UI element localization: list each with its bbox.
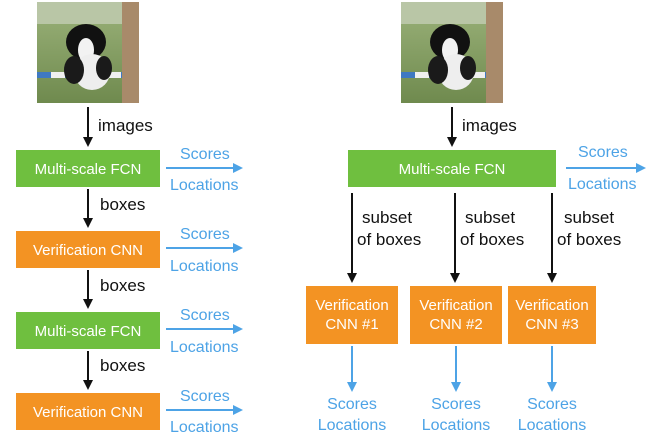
left-locations-label-3: Locations xyxy=(170,339,239,356)
right-fcn-box xyxy=(348,150,556,187)
branch-2-subset-label-line2: of boxes xyxy=(460,230,524,249)
dog-photo-left xyxy=(37,2,139,103)
left-fcn-box-2 xyxy=(16,312,160,349)
branch-1-verification-label-line2: CNN #1 xyxy=(325,316,378,333)
branch-1-subset-label-line2: of boxes xyxy=(357,230,421,249)
branch-1-locations-label: Locations xyxy=(318,417,387,434)
branch-3-verification-label-line2: CNN #3 xyxy=(525,316,578,333)
left-scores-label-3: Scores xyxy=(180,307,230,324)
branch-3-subset-label-line1: subset xyxy=(564,208,614,227)
branch-3-verification-box xyxy=(508,286,596,344)
left-scores-label-1: Scores xyxy=(180,146,230,163)
left-verification-label-2: Verification CNN xyxy=(33,404,143,421)
left-locations-label-2: Locations xyxy=(170,258,239,275)
left-verification-box-2 xyxy=(16,393,160,430)
branch-2-verification-label-line1: Verification xyxy=(419,297,492,314)
branch-3-locations-label: Locations xyxy=(518,417,587,434)
left-scores-label-2: Scores xyxy=(180,226,230,243)
branch-1-scores-label: Scores xyxy=(327,396,377,413)
left-images-label: images xyxy=(98,116,153,135)
left-locations-label-1: Locations xyxy=(170,177,239,194)
branch-2-verification-box xyxy=(410,286,502,344)
left-fcn-label-1: Multi-scale FCN xyxy=(35,161,142,178)
left-fcn-label-2: Multi-scale FCN xyxy=(35,323,142,340)
left-boxes-label-3: boxes xyxy=(100,356,145,375)
branch-3-verification-label-line1: Verification xyxy=(515,297,588,314)
left-verification-label-1: Verification CNN xyxy=(33,242,143,259)
branch-2-subset-label-line1: subset xyxy=(465,208,515,227)
right-fcn-scores-label: Scores xyxy=(578,144,628,161)
left-scores-label-4: Scores xyxy=(180,388,230,405)
left-fcn-box-1 xyxy=(16,150,160,187)
branch-1-verification-label-line1: Verification xyxy=(315,297,388,314)
right-images-label: images xyxy=(462,116,517,135)
branch-3-scores-label: Scores xyxy=(527,396,577,413)
dog-photo-right xyxy=(401,2,503,103)
branch-1-verification-box xyxy=(306,286,398,344)
left-locations-label-4: Locations xyxy=(170,419,239,436)
right-fcn-label: Multi-scale FCN xyxy=(399,161,506,178)
left-verification-box-1 xyxy=(16,231,160,268)
branch-2-scores-label: Scores xyxy=(431,396,481,413)
left-boxes-label-2: boxes xyxy=(100,276,145,295)
right-fcn-locations-label: Locations xyxy=(568,176,637,193)
branch-3-subset-label-line2: of boxes xyxy=(557,230,621,249)
branch-1-subset-label-line1: subset xyxy=(362,208,412,227)
branch-2-verification-label-line2: CNN #2 xyxy=(429,316,482,333)
left-boxes-label-1: boxes xyxy=(100,195,145,214)
branch-2-locations-label: Locations xyxy=(422,417,491,434)
